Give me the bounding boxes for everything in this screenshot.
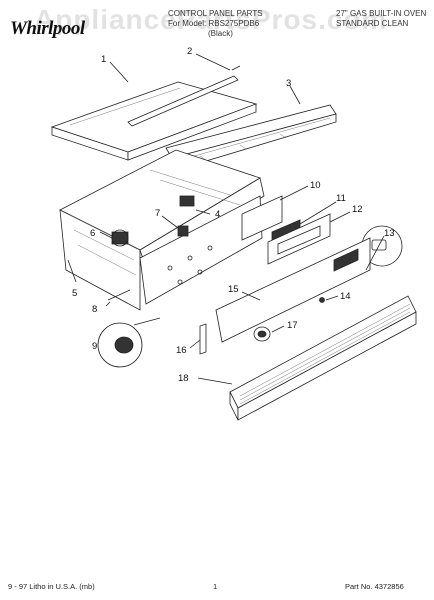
callout-13: 13 [384,228,395,239]
litho-note: 9 - 97 Litho in U.S.A. (mb) [8,582,95,591]
part-15-panel-overlay [215,237,371,343]
callout-6: 6 [90,228,95,239]
part-8-screw [107,289,131,301]
model-line-2: STANDARD CLEAN [336,19,409,28]
part-number: Part No. 4372856 [345,582,404,591]
callout-12: 12 [352,204,363,215]
part-7-relay [177,225,189,237]
callout-10: 10 [310,180,321,191]
whirlpool-logo: Whirlpool [10,18,85,39]
callout-3: 3 [286,78,291,89]
callout-11: 11 [336,193,346,204]
callout-7: 7 [155,208,160,219]
part-18-vent-grille [229,295,417,421]
part-2-rod [127,65,241,127]
callout-18: 18 [178,373,189,384]
title-line-3: (Black) [208,29,233,38]
callout-14: 14 [340,291,351,302]
part-9-knob-detail [97,317,161,368]
part-17-knob [253,326,271,342]
model-line-1: 27" GAS BUILT-IN OVEN [336,9,427,18]
control-panel-plate [139,195,263,305]
callout-1: 1 [101,54,106,65]
watermark: AppliancePartsPros.com [34,4,388,35]
callout-8: 8 [92,304,97,315]
callout-9: 9 [92,341,97,352]
part-16-strip [199,323,207,355]
part-12-display-frame [267,213,331,265]
callout-15: 15 [228,284,239,295]
callout-17: 17 [287,320,298,331]
model-description: 27" GAS BUILT-IN OVEN STANDARD CLEAN [336,9,426,29]
part-10-bracket [241,195,283,241]
part-14-clip [319,297,325,303]
part-6-motor [111,229,129,247]
page-number: 1 [213,582,218,591]
callout-4: 4 [215,209,220,220]
callout-5: 5 [72,288,77,299]
callout-labels: 1 2 3 4 5 6 7 8 9 10 11 12 13 14 15 16 1… [72,46,395,384]
callout-2: 2 [187,46,192,57]
part-4-switch [179,195,195,207]
title-line-1: CONTROL PANEL PARTS [168,9,263,18]
title-line-2: For Model: RBS275PDB6 [168,19,260,28]
diagram-title: CONTROL PANEL PARTS For Model: RBS275PDB… [168,9,263,39]
leader-lines [67,53,385,385]
callout-16: 16 [176,345,187,356]
part-1-top-cover [50,81,258,161]
